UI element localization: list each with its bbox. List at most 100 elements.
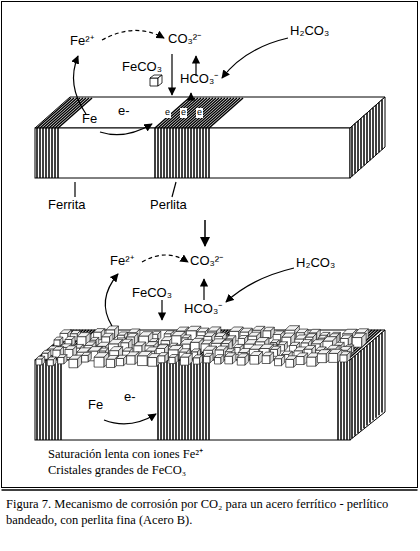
species-label: FeCO₃ [132,286,172,300]
lamella [369,110,371,160]
lamella [157,128,159,178]
crystal-face [53,357,56,366]
lamella [160,128,162,178]
lamella [178,128,180,178]
lamella [49,98,83,128]
lamella [360,118,362,168]
caption-rule [2,489,418,491]
crystal-face [94,357,104,367]
lamella [57,128,59,178]
crystal-face [36,359,42,365]
crystal-face [42,356,45,365]
lamella [209,98,243,128]
species-label: H₂CO₃ [290,24,329,38]
lamella [357,353,359,433]
lamella [378,102,380,152]
lamella [57,360,59,440]
crystal-face [64,355,67,364]
species-label: Fe [88,398,103,412]
lamella [169,128,171,178]
lamella [48,128,50,178]
lamella [340,360,342,440]
lamella [169,360,171,440]
crystal-face [233,336,236,346]
crystal-face [78,355,82,368]
lamella [369,343,371,423]
lamella [184,360,186,440]
lamella [36,128,38,178]
lamella [187,128,189,178]
lamella [366,113,368,163]
crystal-face [221,355,224,364]
small-crystal [150,75,162,86]
species-label: HCO₃⁻ [180,72,218,86]
crystal-face [340,355,347,362]
lamella [163,360,165,440]
crystal-face [270,352,274,363]
lamella [343,360,345,440]
species-label: CO₃²⁻ [190,254,223,268]
lamella [181,360,183,440]
electron-label: e [180,108,187,118]
crystal-face [72,336,75,346]
crystal-face [225,356,233,364]
crystal-face [82,355,89,362]
lamella [200,98,234,128]
feco3-crystals [36,326,368,368]
lamella [378,335,380,415]
lamella [175,128,177,178]
crystal-face [277,346,280,356]
lamella [205,360,207,440]
crystal-face [232,353,235,364]
pearlite-lamellae [37,330,382,440]
species-label: CO₃²⁻ [168,32,201,46]
lamella [184,128,186,178]
lamella [43,330,77,360]
crystal-face [329,353,338,362]
crystal-face [250,355,259,364]
lamella [163,128,165,178]
crystal-face [215,358,221,364]
lamella [346,360,348,440]
crystal-face [54,340,60,346]
lamella [160,360,162,440]
crystal-face [148,358,157,367]
crystal-face [169,357,175,363]
lamella [193,128,195,178]
steel-slab-bottom [35,330,385,440]
crystal-face [193,358,199,364]
species-label: e- [118,104,130,118]
lamella [372,108,374,158]
lamella [45,128,47,178]
crystal-face [200,355,203,364]
lamella [157,360,159,440]
lamella [381,333,383,413]
figure-caption: Figura 7. Mecanismo de corrosión por CO₂… [6,496,412,529]
lamella [372,340,374,420]
crystal-face [127,356,136,365]
lamella [39,360,41,440]
lamella [357,121,359,171]
lamella [381,100,383,150]
lamella [178,360,180,440]
lamella [172,360,174,440]
crystal-face [175,355,178,364]
lamella [199,128,201,178]
lamella [193,360,195,440]
lamella [36,360,38,440]
crystal-face [189,353,193,365]
electron-label: e [196,108,203,118]
lamella [39,128,41,178]
crystal-face [296,357,304,365]
lamella [202,128,204,178]
lamella [166,360,168,440]
transition-arrow [204,220,206,246]
lamella [190,128,192,178]
lamella [206,98,240,128]
lamella [51,128,53,178]
species-label: H₂CO₃ [296,256,335,270]
pearlite-lamellae [37,98,382,178]
steel-slab-top [35,97,385,178]
lamella [196,360,198,440]
crystal-face [275,359,282,366]
